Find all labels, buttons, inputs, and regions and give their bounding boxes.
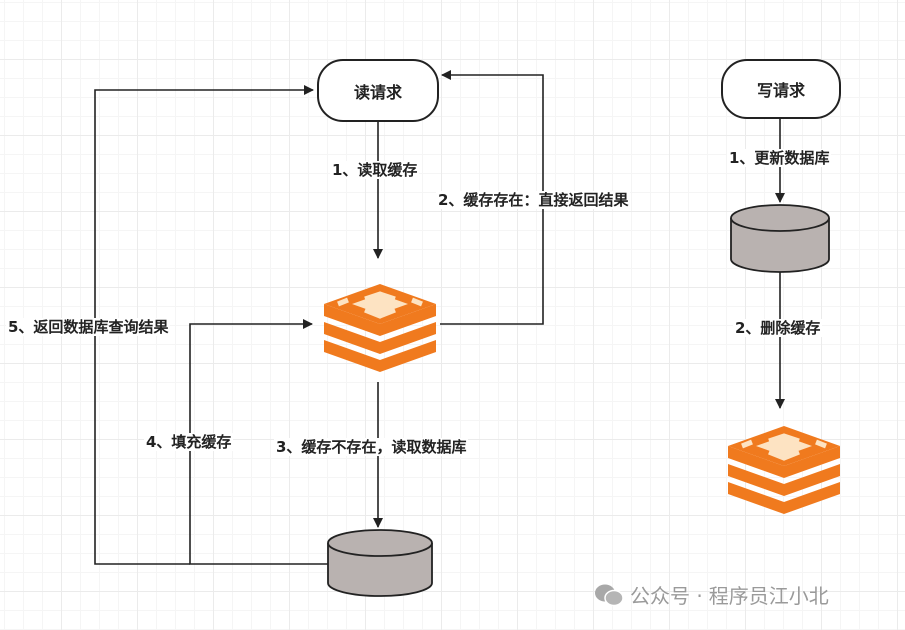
label-update-db: 1、更新数据库 (727, 149, 832, 167)
label-cache-hit: 2、缓存存在：直接返回结果 (436, 191, 631, 209)
redis-cache-icon-write (728, 426, 840, 514)
label-fill-cache: 4、填充缓存 (144, 433, 234, 451)
watermark-author: 程序员江小北 (708, 584, 829, 608)
write-request-node: 写请求 (721, 59, 841, 119)
label-return-db-result: 5、返回数据库查询结果 (6, 318, 171, 336)
label-read-cache: 1、读取缓存 (330, 161, 420, 179)
label-delete-cache: 2、删除缓存 (733, 319, 823, 337)
label-cache-miss: 3、缓存不存在，读取数据库 (274, 438, 469, 456)
wechat-icon (595, 584, 624, 606)
database-cylinder-icon-write (730, 204, 830, 273)
watermark-prefix: 公众号 · (630, 584, 703, 608)
database-cylinder-icon (327, 529, 433, 597)
watermark: 公众号 · 程序员江小北 (594, 580, 829, 609)
read-request-node: 读请求 (317, 59, 439, 122)
redis-cache-icon (324, 284, 436, 372)
